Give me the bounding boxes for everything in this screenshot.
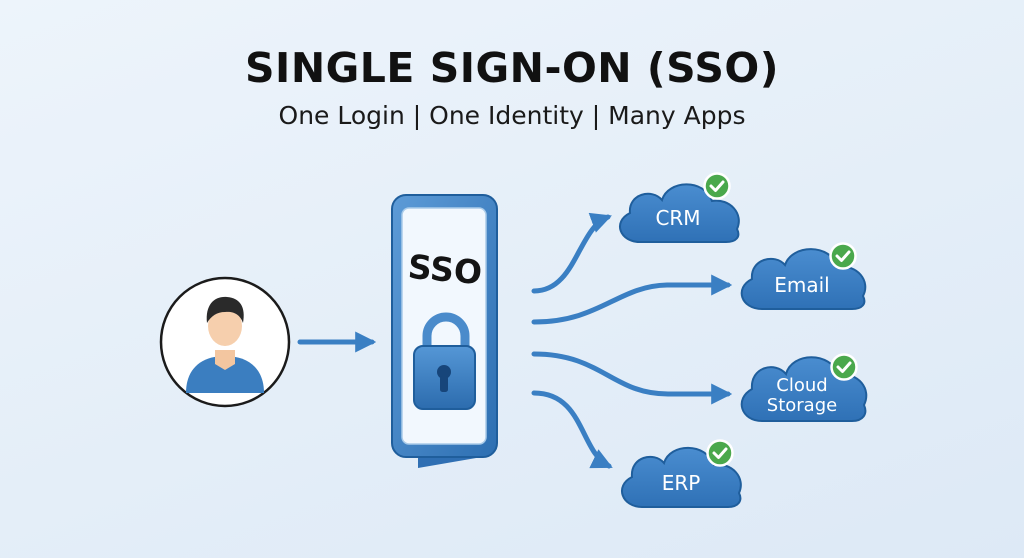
page-subtitle: One Login | One Identity | Many Apps	[278, 101, 746, 130]
sso-label: SSO	[406, 247, 483, 292]
connector-arrow-cloud-storage	[531, 351, 733, 405]
connector-arrow-email	[531, 274, 733, 325]
connector-arrow-crm	[531, 212, 612, 294]
page-title: SINGLE SIGN-ON (SSO)	[245, 44, 779, 92]
check-circle-icon	[706, 439, 734, 467]
cloud-storage-label-line1: Cloud	[776, 375, 827, 396]
check-circle-icon	[829, 242, 857, 270]
cloud-storage-label-line2: Storage	[767, 395, 837, 416]
cloud-email-label: Email	[774, 273, 830, 297]
sso-device	[391, 194, 498, 468]
cloud-crm-label: CRM	[655, 206, 700, 230]
check-circle-icon	[830, 353, 858, 381]
cloud-erp-label: ERP	[662, 471, 701, 495]
check-circle-icon	[703, 172, 731, 200]
connector-arrow-erp	[531, 390, 613, 469]
padlock-icon	[413, 312, 476, 410]
user-avatar-icon	[159, 276, 291, 408]
cloud-crm	[618, 183, 740, 243]
